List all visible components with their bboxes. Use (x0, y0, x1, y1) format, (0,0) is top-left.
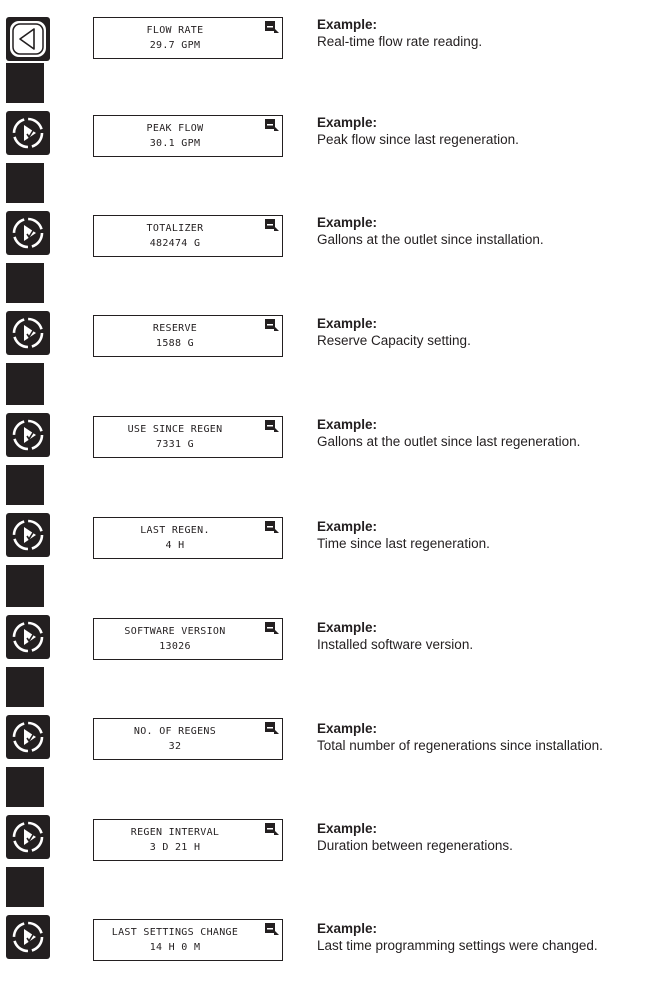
example-heading: Example: (317, 17, 378, 32)
example-heading: Example: (317, 115, 378, 130)
next-button[interactable] (6, 513, 50, 557)
connector-bar (6, 565, 44, 607)
display-screen: SOFTWARE VERSION 13026 (93, 618, 283, 660)
example-heading: Example: (317, 215, 378, 230)
display-indicator-icon (265, 923, 279, 935)
cycle-next-icon (12, 519, 44, 551)
example-heading: Example: (317, 316, 378, 331)
display-line-1: RESERVE (152, 323, 198, 334)
description-block: Example: Total number of regenerations s… (317, 720, 603, 754)
display-line-2: 482474 G (149, 238, 201, 249)
example-description: Gallons at the outlet since last regener… (317, 434, 581, 449)
cycle-next-icon (12, 419, 44, 451)
example-description: Last time programming settings were chan… (317, 938, 598, 953)
cycle-next-icon (12, 217, 44, 249)
example-description: Real-time flow rate reading. (317, 34, 483, 49)
display-line-2: 7331 G (156, 439, 194, 450)
display-indicator-icon (265, 622, 279, 634)
example-heading: Example: (317, 821, 378, 836)
display-line-1: FLOW RATE (146, 25, 204, 36)
description-block: Example: Gallons at the outlet since ins… (317, 214, 544, 248)
display-line-1: LAST REGEN. (140, 525, 210, 536)
next-button[interactable] (6, 311, 50, 355)
display-indicator-icon (265, 823, 279, 835)
example-description: Peak flow since last regeneration. (317, 132, 519, 147)
display-line-1: REGEN INTERVAL (130, 827, 220, 838)
display-line-1: USE SINCE REGEN (127, 424, 223, 435)
display-screen: REGEN INTERVAL 3 D 21 H (93, 819, 283, 861)
display-screen: TOTALIZER 482474 G (93, 215, 283, 257)
display-screen: LAST REGEN. 4 H (93, 517, 283, 559)
display-screen: NO. OF REGENS 32 (93, 718, 283, 760)
display-indicator-icon (265, 521, 279, 533)
connector-bar (6, 667, 44, 707)
cycle-next-icon (12, 621, 44, 653)
display-line-1: TOTALIZER (146, 223, 204, 234)
connector-bar (6, 465, 44, 505)
example-description: Time since last regeneration. (317, 536, 490, 551)
connector-bar (6, 363, 44, 405)
display-line-1: PEAK FLOW (146, 123, 204, 134)
display-indicator-icon (265, 219, 279, 231)
next-button[interactable] (6, 915, 50, 959)
description-block: Example: Gallons at the outlet since las… (317, 416, 580, 450)
example-description: Total number of regenerations since inst… (317, 738, 603, 753)
next-button[interactable] (6, 615, 50, 659)
connector-bar (6, 263, 44, 303)
cycle-next-icon (12, 721, 44, 753)
description-block: Example: Installed software version. (317, 619, 473, 653)
next-button[interactable] (6, 715, 50, 759)
display-line-2: 13026 (159, 641, 191, 652)
connector-bar (6, 867, 44, 907)
display-indicator-icon (265, 722, 279, 734)
description-block: Example: Time since last regeneration. (317, 518, 490, 552)
description-block: Example: Peak flow since last regenerati… (317, 114, 519, 148)
next-button[interactable] (6, 413, 50, 457)
back-arrow-icon (10, 21, 46, 57)
connector-bar (6, 63, 44, 103)
display-screen: PEAK FLOW 30.1 GPM (93, 115, 283, 157)
example-heading: Example: (317, 620, 378, 635)
display-line-2: 30.1 GPM (149, 138, 201, 149)
display-indicator-icon (265, 420, 279, 432)
example-description: Installed software version. (317, 637, 474, 652)
description-block: Example: Real-time flow rate reading. (317, 16, 482, 50)
back-button[interactable] (6, 17, 50, 61)
next-button[interactable] (6, 815, 50, 859)
display-indicator-icon (265, 21, 279, 33)
example-heading: Example: (317, 417, 378, 432)
display-line-2: 1588 G (156, 338, 194, 349)
example-description: Duration between regenerations. (317, 838, 513, 853)
example-heading: Example: (317, 721, 378, 736)
display-indicator-icon (265, 319, 279, 331)
display-screen: FLOW RATE 29.7 GPM (93, 17, 283, 59)
description-block: Example: Duration between regenerations. (317, 820, 513, 854)
display-line-2: 14 H 0 M (149, 942, 201, 953)
display-line-2: 4 H (165, 540, 185, 551)
description-block: Example: Last time programming settings … (317, 920, 598, 954)
cycle-next-icon (12, 821, 44, 853)
display-screen: RESERVE 1588 G (93, 315, 283, 357)
display-screen: USE SINCE REGEN 7331 G (93, 416, 283, 458)
display-line-2: 29.7 GPM (149, 40, 201, 51)
example-description: Gallons at the outlet since installation… (317, 232, 544, 247)
display-line-2: 3 D 21 H (149, 842, 201, 853)
display-line-1: SOFTWARE VERSION (124, 626, 226, 637)
cycle-next-icon (12, 921, 44, 953)
example-heading: Example: (317, 519, 378, 534)
display-indicator-icon (265, 119, 279, 131)
cycle-next-icon (12, 117, 44, 149)
display-line-2: 32 (168, 741, 182, 752)
next-button[interactable] (6, 211, 50, 255)
connector-bar (6, 163, 44, 203)
display-line-1: LAST SETTINGS CHANGE (111, 927, 239, 938)
example-description: Reserve Capacity setting. (317, 333, 471, 348)
description-block: Example: Reserve Capacity setting. (317, 315, 471, 349)
connector-bar (6, 767, 44, 807)
next-button[interactable] (6, 111, 50, 155)
display-screen: LAST SETTINGS CHANGE 14 H 0 M (93, 919, 283, 961)
example-heading: Example: (317, 921, 378, 936)
cycle-next-icon (12, 317, 44, 349)
display-line-1: NO. OF REGENS (133, 726, 217, 737)
